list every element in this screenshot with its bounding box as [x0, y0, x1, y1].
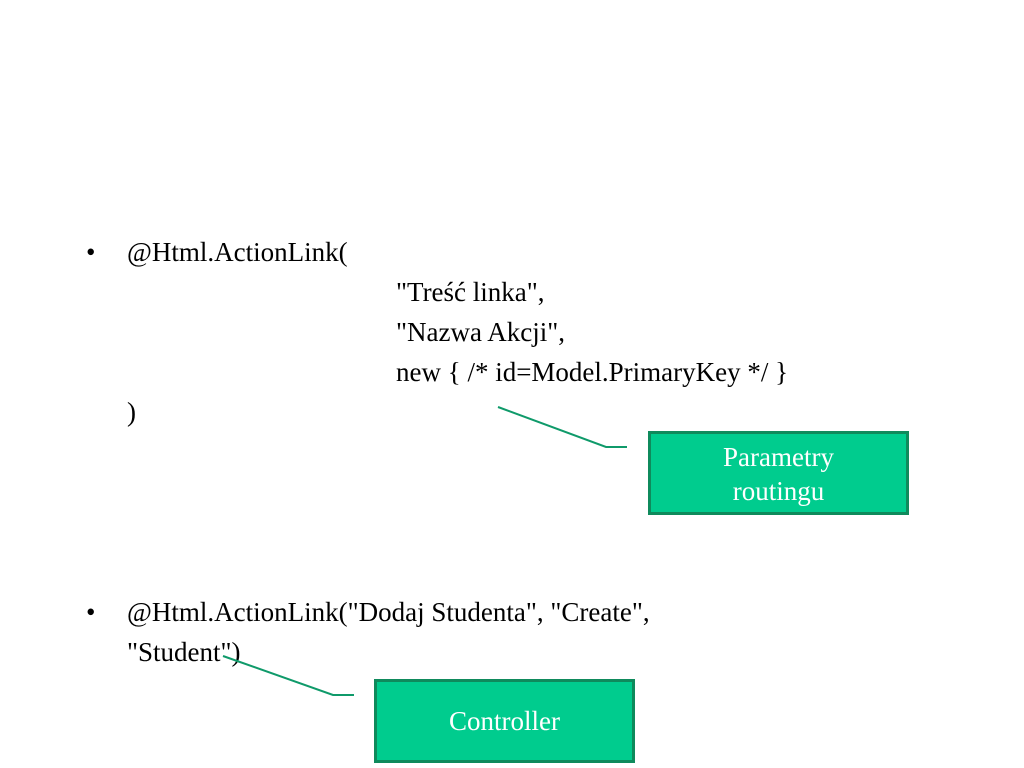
- code-line-close-paren: ): [127, 397, 136, 427]
- code-line-controller-arg: "Student"): [127, 637, 241, 667]
- code-line-route-values: new { /* id=Model.PrimaryKey */ }: [396, 357, 789, 387]
- callout-routing-line2: routingu: [732, 476, 825, 506]
- connector-controller: [222, 655, 354, 696]
- code-line-actionlink-open: @Html.ActionLink(: [127, 237, 348, 267]
- code-line-actionlink-create: @Html.ActionLink("Dodaj Studenta", "Crea…: [127, 597, 650, 627]
- callout-routing-parameters: Parametry routingu: [648, 431, 909, 515]
- callout-controller: Controller: [374, 679, 635, 763]
- bullet-marker-2: •: [86, 597, 96, 627]
- callout-routing-line1: Parametry: [723, 442, 834, 472]
- bullet-marker-1: •: [86, 237, 96, 267]
- code-line-action-name: "Nazwa Akcji",: [396, 317, 565, 347]
- connector-routing: [497, 406, 627, 448]
- code-line-link-text: "Treść linka",: [396, 277, 545, 307]
